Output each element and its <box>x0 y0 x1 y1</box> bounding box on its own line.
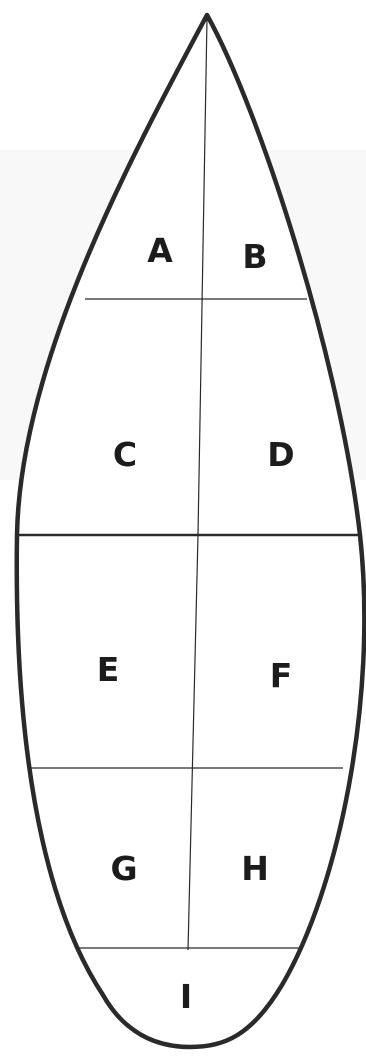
region-label-e: E <box>97 650 120 689</box>
region-label-h: H <box>241 849 269 888</box>
region-label-a: A <box>147 231 173 270</box>
region-label-b: B <box>242 237 267 276</box>
region-label-g: G <box>110 849 137 888</box>
region-label-f: F <box>270 656 293 695</box>
region-label-c: C <box>113 435 137 474</box>
region-label-d: D <box>267 435 294 474</box>
region-label-i: I <box>180 977 192 1016</box>
